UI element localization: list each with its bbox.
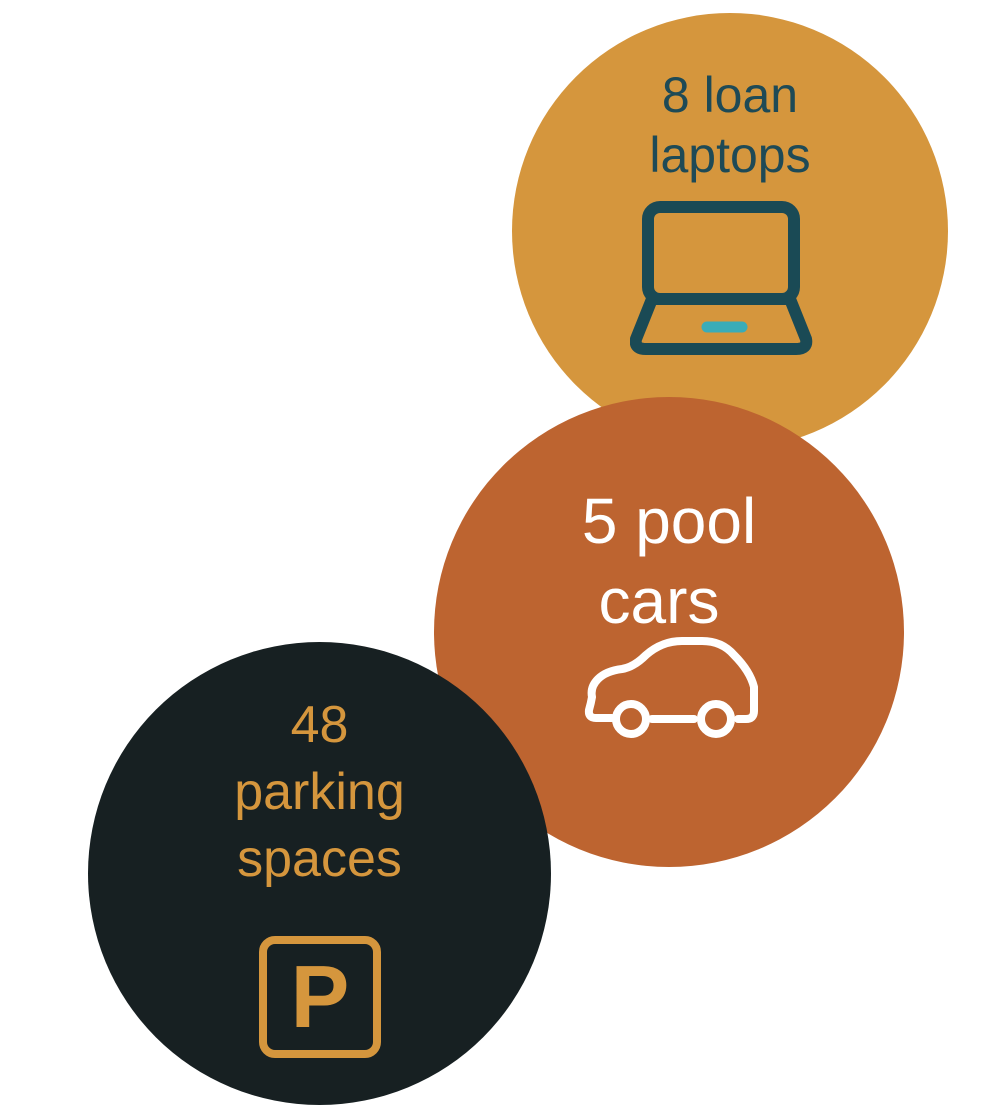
laptops-stat-label: 8 loan laptops xyxy=(512,65,948,185)
cars-stat-line2: cars xyxy=(598,565,720,637)
parking-stat-line3: spaces xyxy=(237,830,402,888)
car-icon xyxy=(584,637,758,738)
parking-stat-label: 48 parking spaces xyxy=(88,692,551,893)
parking-stat-line2: parking xyxy=(234,763,405,821)
cars-stat-label: 5 pool cars xyxy=(434,481,904,641)
parking-sign-icon: P xyxy=(259,936,381,1058)
parking-sign-glyph: P xyxy=(290,947,350,1046)
laptops-stat-line1: 8 loan xyxy=(661,67,799,123)
cars-stat-line1: 5 pool xyxy=(581,485,757,557)
laptops-stat-line2: laptops xyxy=(649,127,811,183)
laptops-stat-circle: 8 loan laptops xyxy=(512,13,948,449)
parking-stat-line1: 48 xyxy=(290,696,349,754)
parking-stat-circle: 48 parking spaces P xyxy=(88,642,551,1105)
laptop-icon xyxy=(630,201,813,355)
